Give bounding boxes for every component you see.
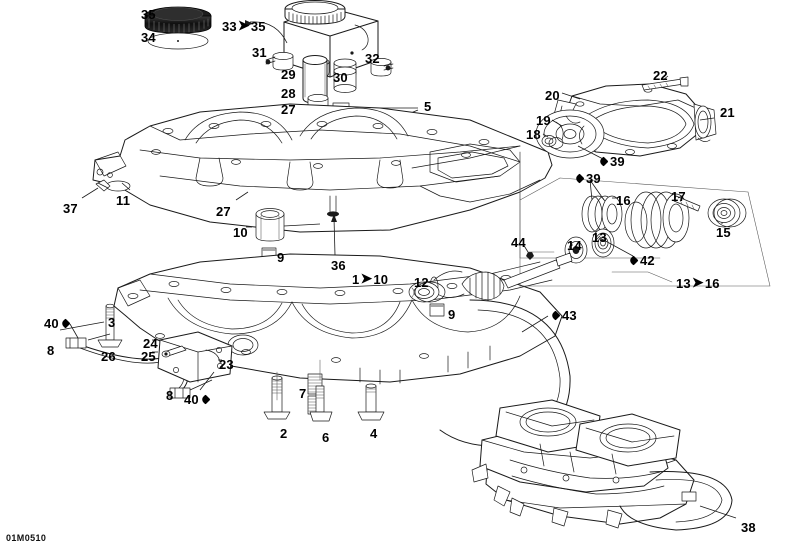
figure-code: 01M0510 <box>6 533 47 543</box>
part-29-oil-hose <box>302 55 328 104</box>
callout-23-pump-cover: 23 <box>219 357 234 372</box>
callout-4-bolt: 4 <box>370 426 378 441</box>
callout-34-gasket: 34 <box>141 30 156 45</box>
callout-43-label: 43 <box>562 308 577 323</box>
part-15-bearing <box>707 198 747 228</box>
callout-39-lubricant-lower: 39 <box>574 171 601 186</box>
callout-19-impeller: 19 <box>536 113 551 128</box>
callout-7-stud: 7 <box>299 386 307 401</box>
part-19-impeller <box>535 109 605 159</box>
part-33-oil-tank <box>283 0 379 80</box>
callout-38-carburetor: 38 <box>741 520 756 535</box>
callout-28-fitting: 28 <box>281 86 296 101</box>
callout-37-clip: 37 <box>63 201 78 216</box>
callout-27-fitting-case: 27 <box>216 204 231 219</box>
lubricant-marker-icon <box>598 156 609 167</box>
callout-40-label-2: 40 <box>184 392 199 407</box>
callout-44-oring: 44 <box>511 235 526 250</box>
callout-29-hose: 29 <box>281 67 296 82</box>
part-1-upper-crankcase <box>92 103 553 233</box>
callout-25-screw: 25 <box>141 349 156 364</box>
part-10-bushing <box>255 208 285 242</box>
callout-39-label-2: 39 <box>586 171 601 186</box>
part-30-fitting <box>333 66 357 93</box>
callout-1-to-10: 1➤10 <box>352 270 389 287</box>
sealant-marker-icon <box>200 394 211 405</box>
part-23-oil-pump-cover <box>157 331 233 383</box>
arrow-glyph: ➤ <box>360 270 373 286</box>
callout-5-screw: 5 <box>424 99 432 114</box>
callout-16-target-label: 16 <box>704 275 720 291</box>
part-31-clamp <box>265 52 294 71</box>
callout-33-label: 33 <box>222 18 237 34</box>
callout-40-sealant-left: 40 <box>44 316 71 331</box>
callout-15-bearing: 15 <box>716 225 731 240</box>
callout-17-dowel-pin: 17 <box>671 189 686 204</box>
callout-35-target-label: 35 <box>250 18 266 34</box>
callout-13-seal: 13 <box>592 230 607 245</box>
callout-20-gasket: 20 <box>545 88 560 103</box>
callout-21-housing: 21 <box>720 105 735 120</box>
callout-43-lubricant: 43 <box>550 308 577 323</box>
part-6-bolt <box>309 385 333 422</box>
callout-33-to-35: 33➤35 <box>222 17 266 34</box>
callout-26-oil-line: 26 <box>101 349 116 364</box>
callout-42-label: 42 <box>640 253 655 268</box>
callout-36-dowel: 36 <box>331 258 346 273</box>
callout-10-target-label: 10 <box>373 271 389 287</box>
lubricant-marker-icon <box>550 310 561 321</box>
part-34-cap-gasket <box>147 32 209 50</box>
part-9-key-lower <box>429 303 445 317</box>
lubricant-marker-icon <box>574 173 585 184</box>
part-32-clamp <box>370 58 394 77</box>
part-37-clip <box>95 179 111 192</box>
callout-24-screw: 24 <box>143 336 158 351</box>
part-8-washer-a <box>65 337 87 349</box>
callout-35-cap: 35 <box>141 7 156 22</box>
callout-42-lubricant: 42 <box>628 253 655 268</box>
callout-27-fitting: 27 <box>281 102 296 117</box>
callout-16-seal-set: 16 <box>616 193 631 208</box>
callout-22-screw: 22 <box>653 68 668 83</box>
part-3-bolt <box>97 303 123 348</box>
callout-8-washer-b: 8 <box>166 388 174 403</box>
callout-12-bearing: 12 <box>414 275 429 290</box>
callout-31-clamp: 31 <box>252 45 267 60</box>
part-8-washer-b <box>169 387 191 399</box>
callout-9-key-lower: 9 <box>448 307 456 322</box>
part-22-screw <box>641 76 689 91</box>
callout-2-bolt: 2 <box>280 426 288 441</box>
callout-40-label: 40 <box>44 316 59 331</box>
callout-1-label: 1 <box>352 271 360 287</box>
callout-14-washer: 14 <box>567 238 582 253</box>
lubricant-marker-icon <box>628 255 639 266</box>
callout-10-bushing: 10 <box>233 225 248 240</box>
part-38-carburetor-assembly <box>471 399 733 531</box>
callout-6-bolt: 6 <box>322 430 330 445</box>
callout-30-fitting: 30 <box>333 70 348 85</box>
arrow-glyph: ➤ <box>237 17 250 33</box>
callout-39-lubricant-upper: 39 <box>598 154 625 169</box>
callout-13-label: 13 <box>676 275 691 291</box>
callout-18-seal: 18 <box>526 127 541 142</box>
part-17-dowel-pin <box>673 195 701 212</box>
part-24-25-screws <box>161 345 187 358</box>
arrow-glyph: ➤ <box>691 274 704 290</box>
part-12-bearing <box>408 281 446 303</box>
callout-32-clamp: 32 <box>365 51 380 66</box>
callout-40-sealant-lower: 40 <box>184 392 211 407</box>
callout-11-plug: 11 <box>116 193 131 208</box>
part-4-bolt <box>357 383 385 421</box>
part-18-seal <box>541 135 564 149</box>
part-crankshaft-end <box>429 252 573 301</box>
part-13-seal <box>591 228 615 258</box>
part-13-16-seal-stack <box>624 191 690 249</box>
sealant-marker-icon <box>60 318 71 329</box>
callout-13-to-16: 13➤16 <box>676 274 720 291</box>
callout-39-label: 39 <box>610 154 625 169</box>
callout-3-bolt: 3 <box>108 315 116 330</box>
callout-8-washer-a: 8 <box>47 343 55 358</box>
callout-9-key-upper: 9 <box>277 250 285 265</box>
